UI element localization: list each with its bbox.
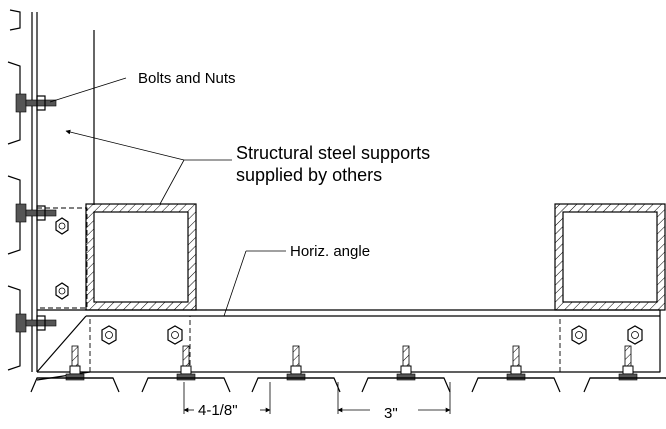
angle-clip-plate-right <box>559 315 661 373</box>
leader-lines <box>49 77 286 317</box>
angle-label: Horiz. angle <box>290 243 370 260</box>
wall-bolt-2 <box>15 203 57 223</box>
wall-bolts <box>15 93 57 333</box>
dimension-1 <box>183 382 271 414</box>
bottom-bolt <box>286 345 306 381</box>
angle-clip-plate-left <box>89 315 191 373</box>
steel-tube-left <box>85 203 197 311</box>
bottom-bolt <box>506 345 526 381</box>
horizontal-angle <box>36 309 661 381</box>
supports-label-line1: Structural steel supports <box>236 143 430 163</box>
angle-leader <box>223 250 247 317</box>
bolts-leader <box>49 77 127 103</box>
vertical-wall <box>31 12 95 372</box>
supports-leader-2 <box>65 129 185 161</box>
dimension-2 <box>337 382 451 414</box>
wall-plate-nuts <box>55 217 69 300</box>
dimension-label-1: 4-1/8" <box>198 402 238 419</box>
angle-nuts <box>101 325 643 345</box>
dimension-label-2: 3" <box>384 405 398 422</box>
bottom-panel-profiles <box>30 377 666 393</box>
supports-leader-1 <box>159 159 185 205</box>
wall-bolt-3 <box>15 313 57 333</box>
supports-label-line2: supplied by others <box>236 165 382 185</box>
steel-tube-right <box>554 203 666 311</box>
bottom-bolt <box>176 345 196 381</box>
bottom-bolt <box>618 345 638 381</box>
bottom-bolt <box>396 345 416 381</box>
bottom-fasteners <box>65 345 638 381</box>
bolts-label: Bolts and Nuts <box>138 70 236 87</box>
bottom-bolt <box>65 345 85 381</box>
wall-bolt-1 <box>15 93 57 113</box>
